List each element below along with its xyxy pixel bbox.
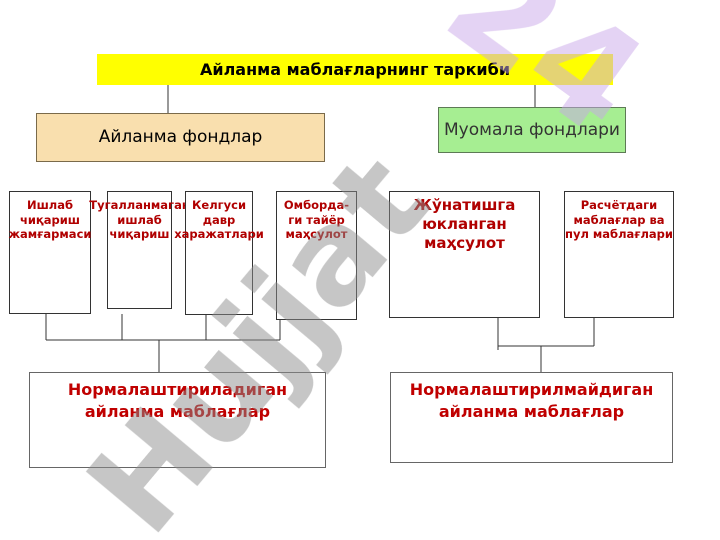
shipped-goods-box: Жўнатишга юкланган маҳсулот	[389, 191, 540, 318]
non-normalized-funds-box: Нормалаштирилмайдиган айланма маблағлар	[390, 372, 673, 463]
finished-goods-box: Омборда-ги тайёр маҳсулот	[276, 191, 357, 320]
circulation-funds-box: Муомала фондлари	[438, 107, 626, 153]
production-stock-box: Ишлаб чиқариш жамғармаси	[9, 191, 91, 314]
diagram-title: Айланма маблағларнинг таркиби	[97, 54, 613, 85]
normalized-funds-box: Нормалаштириладиган айланма маблағлар	[29, 372, 326, 468]
settlement-funds-box: Расчётдаги маблағлар ва пул маблағлари	[564, 191, 674, 318]
current-funds-box: Айланма фондлар	[36, 113, 325, 162]
unfinished-production-box: Тугалланмаган ишлаб чиқариш	[89, 191, 190, 309]
future-expenses-box: Келгуси давр харажатлари	[174, 191, 264, 315]
